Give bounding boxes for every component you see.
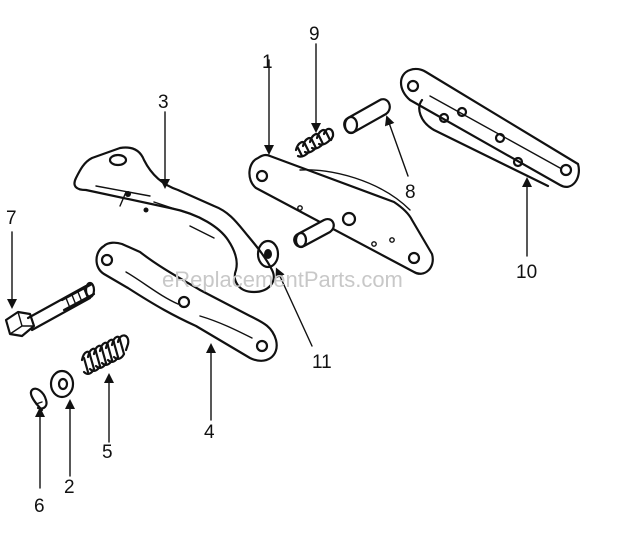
callout-4: 4 bbox=[204, 422, 215, 443]
callout-1: 1 bbox=[262, 52, 273, 73]
part-3-bracket bbox=[73, 146, 275, 294]
callout-numbers: 1 2 3 4 5 6 7 8 9 10 11 bbox=[6, 24, 537, 517]
part-5-spring bbox=[80, 334, 130, 375]
part-9-spring bbox=[294, 127, 335, 158]
leader-8 bbox=[384, 115, 409, 177]
part-11-washer bbox=[256, 239, 280, 269]
part-6-retaining-clip bbox=[29, 387, 48, 412]
part-4-link-arm bbox=[95, 241, 278, 362]
callout-11: 11 bbox=[312, 352, 332, 373]
callout-10: 10 bbox=[516, 262, 537, 283]
leader-11 bbox=[275, 267, 313, 347]
callout-6: 6 bbox=[34, 496, 45, 517]
leader-lines bbox=[7, 43, 532, 489]
callout-9: 9 bbox=[309, 24, 320, 45]
part-1-main-plate bbox=[248, 153, 434, 275]
part-8-pin bbox=[343, 98, 391, 135]
callout-3: 3 bbox=[158, 92, 169, 113]
part-10-back-plate bbox=[399, 67, 580, 188]
part-2-flat-washer bbox=[49, 369, 75, 399]
part-7-bolt bbox=[4, 281, 96, 338]
callout-7: 7 bbox=[6, 208, 17, 229]
callout-2: 2 bbox=[64, 477, 75, 498]
callout-5: 5 bbox=[102, 442, 113, 463]
callout-8: 8 bbox=[405, 182, 416, 203]
watermark-text: eReplacementParts.com bbox=[162, 267, 403, 292]
